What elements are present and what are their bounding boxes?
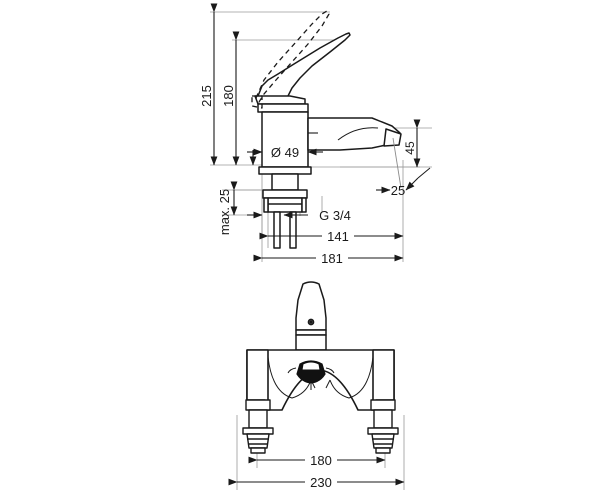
dimension-45-label: 45 — [403, 141, 417, 155]
aerator-highlight — [301, 361, 321, 371]
cartridge-neck — [295, 334, 327, 351]
lever-handle-raised-dashed — [251, 10, 330, 109]
aerator-wing-left — [287, 367, 297, 374]
dimension-25-offset: 25 — [376, 137, 431, 198]
shank-left-washer — [242, 427, 274, 435]
aerator-tip — [383, 128, 402, 147]
shank-right-body — [373, 409, 393, 429]
mounting-washer — [262, 189, 308, 199]
dimension-180-height: 180 — [221, 31, 240, 166]
dimension-181: 181 — [253, 251, 404, 266]
shank-right-washer — [367, 427, 399, 435]
cartridge-cap — [295, 281, 327, 331]
dimension-diameter-49-label: Ø 49 — [271, 145, 299, 160]
faucet-side-details — [307, 112, 379, 167]
shank-left-tip — [250, 447, 266, 454]
dimension-45: 45 — [403, 119, 421, 168]
dimension-230-label: 230 — [310, 475, 332, 490]
shank-right-tip — [375, 447, 391, 454]
dimension-215-label: 215 — [199, 85, 214, 107]
shank-left-nut — [246, 433, 270, 449]
cap-screw-center — [309, 320, 313, 324]
tailpiece-left — [273, 211, 281, 249]
shank-left-collar — [245, 399, 271, 411]
shank-right-nut — [371, 433, 395, 449]
view-side-elevation: 215 180 Ø 49 45 25 — [199, 3, 432, 266]
dimension-thread-g34-label: G 3/4 — [319, 208, 351, 223]
shank-right-collar — [370, 399, 396, 411]
cartridge-cap-group — [295, 281, 327, 351]
mounting-shank-right — [367, 399, 399, 454]
dimension-141: 141 — [259, 229, 404, 244]
dimension-max-25-label: max. 25 — [217, 189, 232, 235]
mounting-shank-left — [242, 399, 274, 454]
dimension-215: 215 — [199, 3, 218, 166]
faucet-side-geometry — [254, 32, 402, 249]
inlet-shank — [271, 173, 299, 191]
dimension-181-label: 181 — [321, 251, 343, 266]
spout-top-crease — [337, 127, 379, 141]
base-plate — [258, 166, 312, 175]
dimension-25-offset-label: 25 — [391, 183, 405, 198]
dimension-180-spacing: 180 — [248, 453, 386, 468]
dimension-thread-g34: G 3/4 — [247, 208, 351, 223]
dimension-180-height-label: 180 — [221, 85, 236, 107]
lever-handle-closed — [257, 32, 351, 103]
aerator-wing-right — [325, 367, 335, 374]
shank-left-body — [248, 409, 268, 429]
handle-hub — [254, 95, 306, 105]
mounting-nut — [267, 197, 303, 213]
cartridge-collar — [257, 103, 309, 113]
bridge-body-group — [246, 349, 395, 411]
dimension-180-spacing-label: 180 — [310, 453, 332, 468]
nut-flange-left — [263, 197, 269, 213]
view-front-elevation: 180 230 — [228, 281, 405, 490]
tailpiece-right — [289, 211, 297, 249]
dimension-230: 230 — [228, 475, 405, 490]
dimension-max-25: max. 25 — [217, 181, 238, 235]
aerator-outlet-group — [287, 360, 335, 390]
dimension-diameter-49: Ø 49 — [247, 145, 323, 160]
nut-flange-right — [301, 197, 307, 213]
dimension-141-label: 141 — [327, 229, 349, 244]
